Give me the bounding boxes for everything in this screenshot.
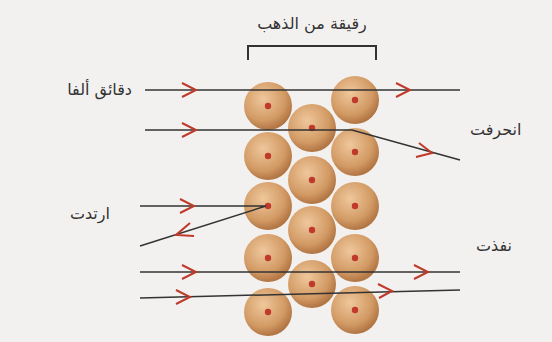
gold-atom bbox=[244, 234, 292, 282]
deflected-label: انحرفت bbox=[470, 120, 521, 139]
gold-atom bbox=[288, 156, 336, 204]
nucleus bbox=[265, 103, 271, 109]
gold-atom bbox=[288, 206, 336, 254]
nucleus bbox=[352, 255, 358, 261]
nucleus bbox=[309, 281, 315, 287]
arrowheads bbox=[176, 83, 432, 304]
foil-label: رقيقة من الذهب bbox=[257, 14, 367, 33]
nucleus bbox=[352, 97, 358, 103]
gold-atom bbox=[244, 132, 292, 180]
nucleus bbox=[309, 177, 315, 183]
gold-atom bbox=[331, 182, 379, 230]
nucleus bbox=[352, 203, 358, 209]
nucleus bbox=[352, 149, 358, 155]
nucleus bbox=[352, 307, 358, 313]
gold-atom bbox=[244, 82, 292, 130]
gold-atom bbox=[288, 260, 336, 308]
alpha-label: دقائق ألفا bbox=[67, 80, 132, 99]
gold-atom bbox=[288, 104, 336, 152]
nucleus bbox=[265, 309, 271, 315]
nucleus bbox=[265, 255, 271, 261]
foil-bracket bbox=[248, 46, 376, 60]
nucleus bbox=[265, 153, 271, 159]
gold-atom bbox=[331, 234, 379, 282]
nucleus bbox=[309, 227, 315, 233]
alpha-paths bbox=[140, 90, 460, 298]
passed-label: نفذت bbox=[476, 236, 512, 255]
rebound-label: ارتدت bbox=[70, 204, 110, 223]
gold-atom bbox=[331, 76, 379, 124]
